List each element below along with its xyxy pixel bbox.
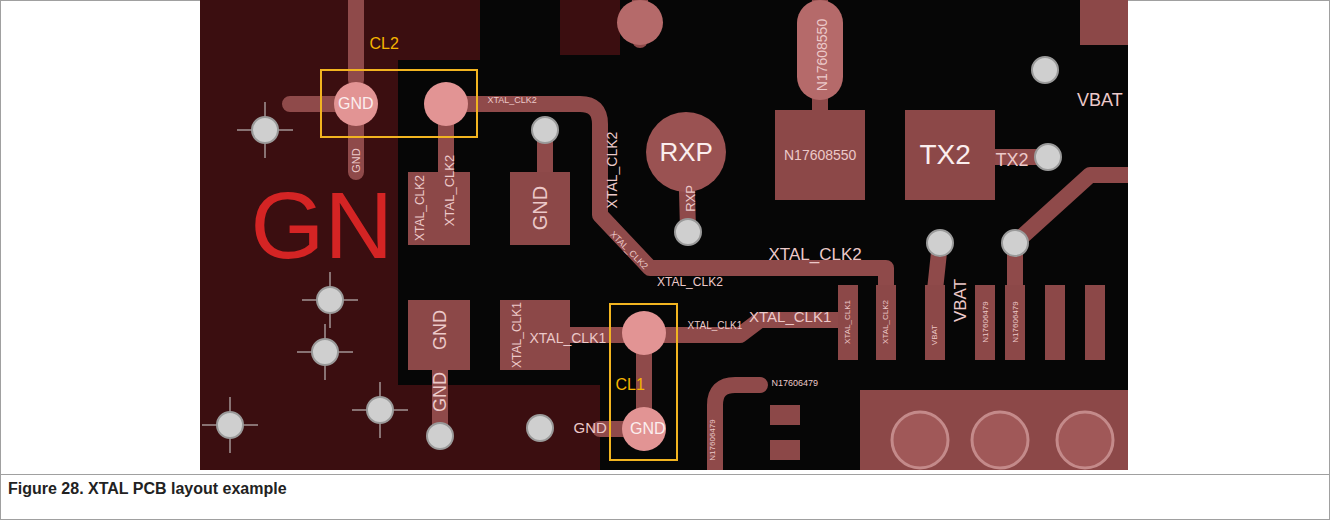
silkscreen-label: N17606479 [1011,301,1019,342]
pad [860,390,1128,470]
silkscreen-label: VBAT [1077,91,1123,109]
silkscreen-label: XTAL_CLK1 [844,300,852,344]
silkscreen-label: GND [431,372,449,412]
via [675,219,701,245]
pad [646,112,726,192]
capacitor-outline: CL1 [609,303,678,461]
clearance-area [398,0,1128,470]
pad [622,311,666,355]
silkscreen-label: VBAT [931,325,939,345]
silkscreen-label: VBAT [952,278,969,321]
silkscreen-label: XTAL_CLK1 [511,302,523,368]
silkscreen-label: RXP [683,185,696,212]
mount-pads [892,412,1113,468]
silkscreen-label: GND [630,421,666,437]
pin [770,440,800,460]
via [237,102,293,158]
trace [446,104,886,300]
via [1002,230,1028,256]
pad [510,172,570,245]
pin [925,285,945,360]
pin [770,405,800,425]
silkscreen-label: XTAL_CLK2 [488,96,537,105]
capacitor-label: CL1 [616,377,645,393]
figure-caption: Figure 28. XTAL PCB layout example [8,481,287,497]
pad [797,0,843,100]
silkscreen-label: N17606479 [772,379,819,388]
via [1035,144,1061,170]
silkscreen-label: XTAL_CLK1 [530,331,607,345]
through-hole-pads [334,0,843,451]
pcb-view [200,0,1128,470]
silkscreen-label: GND [530,186,550,230]
trace [715,385,760,470]
silkscreen-label: N17608550 [815,19,829,91]
via [927,230,953,256]
trace [540,300,848,335]
via [1032,57,1058,83]
silkscreen-label: XTAL_CLK2 [769,246,862,263]
silkscreen-label: GND [431,310,449,350]
silkscreen-label: N17606479 [708,419,716,460]
trace [1015,175,1128,243]
pad [892,412,948,468]
silkscreen-label: XTAL_CLK1 [749,309,831,324]
silkscreen-label: GND [574,420,607,435]
pad [334,82,378,126]
pin [838,285,858,360]
silkscreen-label: N17608550 [784,148,856,162]
pin [1085,285,1105,360]
via [427,423,453,449]
silkscreen-label: N17606479 [981,301,989,342]
silkscreen-label: GN [251,178,394,273]
pad [1080,0,1128,45]
silkscreen-label: XTAL_CLK2 [608,229,649,270]
ground-pour [200,0,1128,470]
pad [408,300,470,370]
silkscreen-label: XTAL_CLK2 [605,132,619,209]
via [302,272,358,328]
silkscreen-label: TX2 [920,141,971,169]
silkscreen-label: XTAL_CLK2 [882,300,890,344]
vias [202,57,1061,453]
pin [1045,285,1065,360]
silkscreen-label: RXP [660,139,713,165]
silkscreen-label: XTAL_CLK2 [443,154,456,225]
pad [775,110,865,200]
via [297,324,353,380]
silkscreen-label: TX2 [996,151,1029,169]
pad [1057,412,1113,468]
pad [972,412,1028,468]
pad [622,407,666,451]
via [532,117,558,143]
via [352,382,408,438]
smd-pads [408,0,1128,470]
silkscreen-label: XTAL_CLK1 [688,321,743,331]
silkscreen-label: XTAL_CLK2 [657,276,723,288]
trace [348,0,364,80]
silkscreen-label: GND [338,96,374,112]
copper-traces [290,0,1128,470]
pin [975,285,995,360]
silkscreen-label: GND [351,148,362,172]
pin [876,285,896,360]
via [202,397,258,453]
pad [617,0,663,45]
caption-rule [0,474,1330,475]
capacitor-label: CL2 [370,36,399,52]
silkscreen-label: XTAL_CLK2 [414,175,426,241]
pad [905,110,995,200]
ground-pour [560,0,620,55]
pad [424,82,468,126]
pin [1005,285,1025,360]
pad [408,172,470,245]
via [527,415,553,441]
